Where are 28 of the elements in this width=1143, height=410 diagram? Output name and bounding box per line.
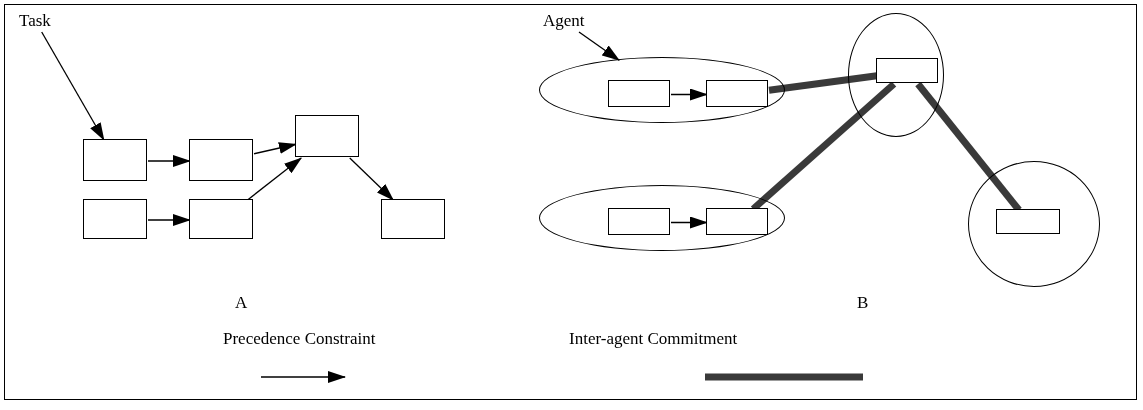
task-box	[706, 80, 768, 107]
task-box	[706, 208, 768, 235]
arrow	[246, 157, 302, 201]
task-box	[876, 58, 938, 83]
node-label: Task	[19, 11, 51, 31]
task-box	[295, 115, 359, 157]
task-box	[608, 80, 670, 107]
arrow	[670, 88, 708, 101]
legend-text: Inter-agent Commitment	[569, 329, 738, 349]
arrow	[349, 157, 394, 201]
leader-arrow	[578, 31, 620, 61]
commitment-line	[768, 72, 878, 94]
task-box	[381, 199, 445, 239]
arrow	[670, 216, 708, 229]
task-box	[189, 199, 253, 239]
task-box	[189, 139, 253, 181]
arrow	[253, 142, 297, 155]
panel-letter: B	[857, 293, 869, 313]
node-label: Agent	[543, 11, 585, 31]
leader-arrow	[41, 31, 105, 141]
task-box	[83, 199, 147, 239]
task-box	[996, 209, 1060, 234]
panel-letter: A	[235, 293, 248, 313]
legend-text: Precedence Constraint	[223, 329, 376, 349]
task-box	[608, 208, 670, 235]
arrow	[147, 155, 191, 167]
arrow	[147, 214, 191, 226]
task-box	[83, 139, 147, 181]
